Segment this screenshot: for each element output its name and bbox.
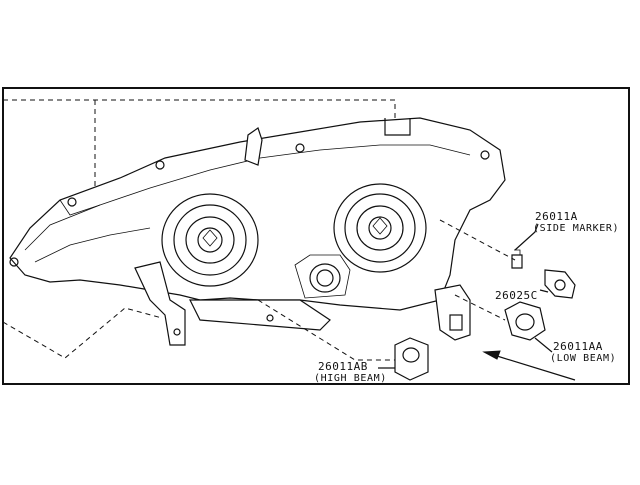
part-desc-side-marker: (SIDE MARKER) [533, 223, 619, 234]
front-arrow [482, 350, 576, 381]
leader-dashed-low-beam [454, 294, 506, 321]
diagram-frame [2, 87, 630, 385]
low-beam-socket [504, 301, 546, 341]
high-beam-projector [161, 193, 259, 287]
low-beam-projector [333, 183, 427, 273]
part-desc-low-beam: (LOW BEAM) [550, 353, 616, 364]
part-code-high-beam: 26011AB [318, 360, 368, 373]
connector-bracket [434, 284, 471, 341]
leader-dashed-bottom [2, 307, 163, 359]
high-beam-bulb [394, 337, 429, 381]
part-desc-high-beam: (HIGH BEAM) [314, 373, 387, 384]
leader-dashed-top [3, 99, 396, 118]
side-marker-bulb [511, 249, 523, 269]
leader-26025c [539, 289, 549, 293]
lower-bracket [134, 261, 331, 346]
center-socket [294, 254, 351, 299]
leader-dashed-high-beam [257, 299, 395, 361]
side-marker-socket [544, 269, 576, 299]
headlamp-housing [9, 117, 506, 311]
part-code-socket: 26025C [495, 289, 538, 302]
part-code-side-marker: 26011A [535, 210, 578, 223]
leader-low-beam [534, 337, 553, 353]
part-code-low-beam: 26011AA [553, 340, 603, 353]
leader-side-marker [514, 223, 539, 251]
